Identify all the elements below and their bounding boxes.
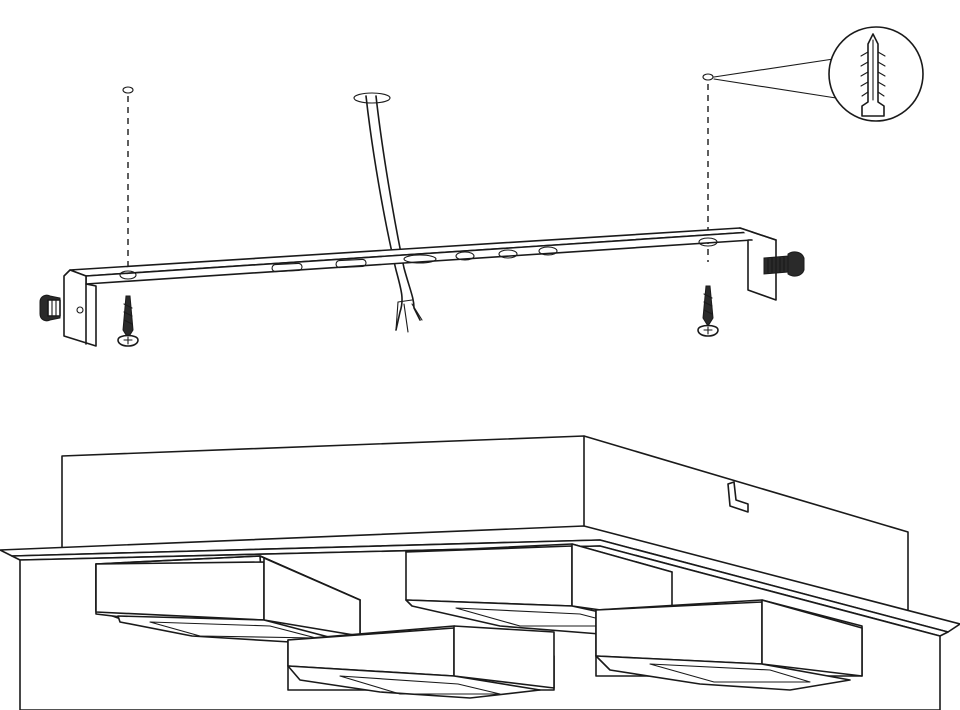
power-cable [353, 92, 423, 333]
luminaire [0, 435, 960, 710]
light-head-2 [287, 625, 555, 699]
side-screw-right [763, 251, 805, 277]
wall-plug-detail-callout [713, 26, 924, 122]
mounting-bracket [63, 227, 777, 347]
wall-plug-icon [860, 33, 886, 117]
ceiling-drill-hole-right [702, 73, 714, 81]
light-head-1 [95, 555, 361, 643]
ceiling-screw-right [697, 285, 719, 337]
light-head-4 [595, 599, 863, 691]
ceiling-screw-left [117, 295, 139, 347]
side-screw-left [39, 294, 61, 322]
ceiling-drill-hole-left [122, 86, 134, 94]
